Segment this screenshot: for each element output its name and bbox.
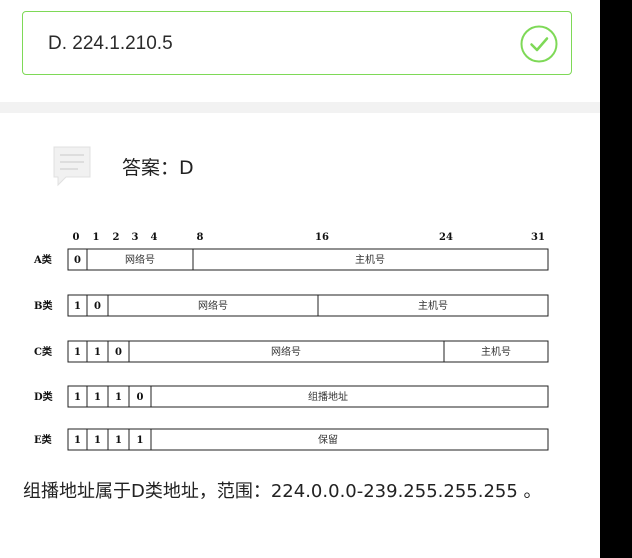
class-a-bit-0: 0 (74, 255, 81, 266)
class-b-row-frame (67, 294, 549, 317)
class-e-bit-3: 1 (137, 435, 144, 446)
class-e-label: E类 (34, 433, 52, 446)
class-e-bit-1: 1 (94, 435, 101, 446)
bit-number-2: 2 (113, 232, 120, 243)
class-e-reserved: 保留 (318, 433, 338, 446)
class-c-bit-1: 1 (94, 347, 101, 358)
class-d-bit-3: 0 (137, 392, 144, 403)
class-c-host: 主机号 (481, 345, 511, 358)
check-circle-icon (520, 25, 558, 63)
class-b-label: B类 (34, 299, 52, 312)
class-a-host: 主机号 (355, 253, 385, 266)
class-b-bit-1: 0 (94, 301, 101, 312)
section-divider (0, 102, 600, 113)
bit-number-16: 16 (315, 232, 329, 243)
class-d-bit-1: 1 (94, 392, 101, 403)
class-c-row-frame (67, 340, 549, 363)
answer-option-d[interactable]: D. 224.1.210.5 (22, 11, 572, 75)
bit-number-3: 3 (132, 232, 139, 243)
class-e-row-frame (67, 428, 549, 451)
bit-number-0: 0 (73, 232, 80, 243)
answer-label: 答案：D (122, 157, 194, 179)
class-e-bit-2: 1 (115, 435, 122, 446)
bit-number-31: 31 (531, 232, 545, 243)
class-a-network: 网络号 (125, 253, 155, 266)
bit-number-24: 24 (439, 232, 453, 243)
class-d-multicast: 组播地址 (308, 390, 348, 403)
bit-number-1: 1 (93, 232, 100, 243)
class-a-label: A类 (33, 253, 52, 266)
class-d-row-frame (67, 385, 549, 408)
class-d-bit-0: 1 (74, 392, 81, 403)
class-c-bit-0: 1 (74, 347, 81, 358)
document-icon (53, 146, 91, 187)
class-b-bit-0: 1 (74, 301, 81, 312)
class-a-row-frame (67, 248, 549, 271)
class-e-bit-0: 1 (74, 435, 81, 446)
bit-number-4: 4 (151, 232, 158, 243)
class-c-bit-2: 0 (115, 347, 122, 358)
bit-number-8: 8 (197, 232, 204, 243)
class-c-label: C类 (34, 345, 52, 358)
explanation-text: 组播地址属于D类地址，范围：224.0.0.0-239.255.255.255 … (23, 481, 542, 502)
class-b-network: 网络号 (198, 299, 228, 312)
answer-row: 答案：D (0, 135, 600, 195)
class-c-network: 网络号 (271, 345, 301, 358)
option-label: D. 224.1.210.5 (48, 33, 173, 54)
content-panel: D. 224.1.210.5 答案：D .num { font-family: … (0, 11, 600, 502)
right-edge-bar (600, 0, 632, 558)
class-d-label: D类 (34, 390, 53, 403)
class-b-host: 主机号 (418, 299, 448, 312)
class-d-bit-2: 1 (115, 392, 122, 403)
ip-address-class-diagram: .num { font-family: "DejaVu Serif", seri… (33, 232, 549, 451)
